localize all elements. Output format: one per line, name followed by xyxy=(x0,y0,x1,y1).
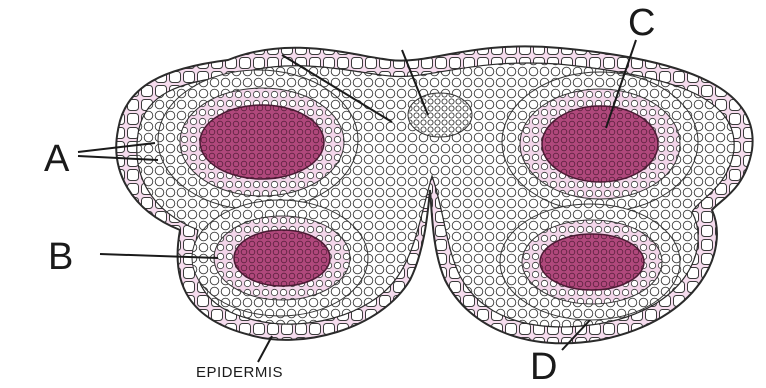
leader-line-epidermis xyxy=(258,336,272,362)
pollen-sac-top-left xyxy=(158,70,358,210)
label-c: C xyxy=(628,4,655,42)
pollen-sac-top-right xyxy=(502,72,698,212)
pollen-sac-bottom-right xyxy=(500,204,680,320)
vascular-bundle xyxy=(408,93,472,137)
label-d: D xyxy=(530,348,557,386)
label-epidermis: EPIDERMIS xyxy=(196,365,283,380)
label-a: A xyxy=(44,140,69,178)
label-b: B xyxy=(48,238,73,276)
pollen-sac-bottom-left xyxy=(192,200,368,316)
